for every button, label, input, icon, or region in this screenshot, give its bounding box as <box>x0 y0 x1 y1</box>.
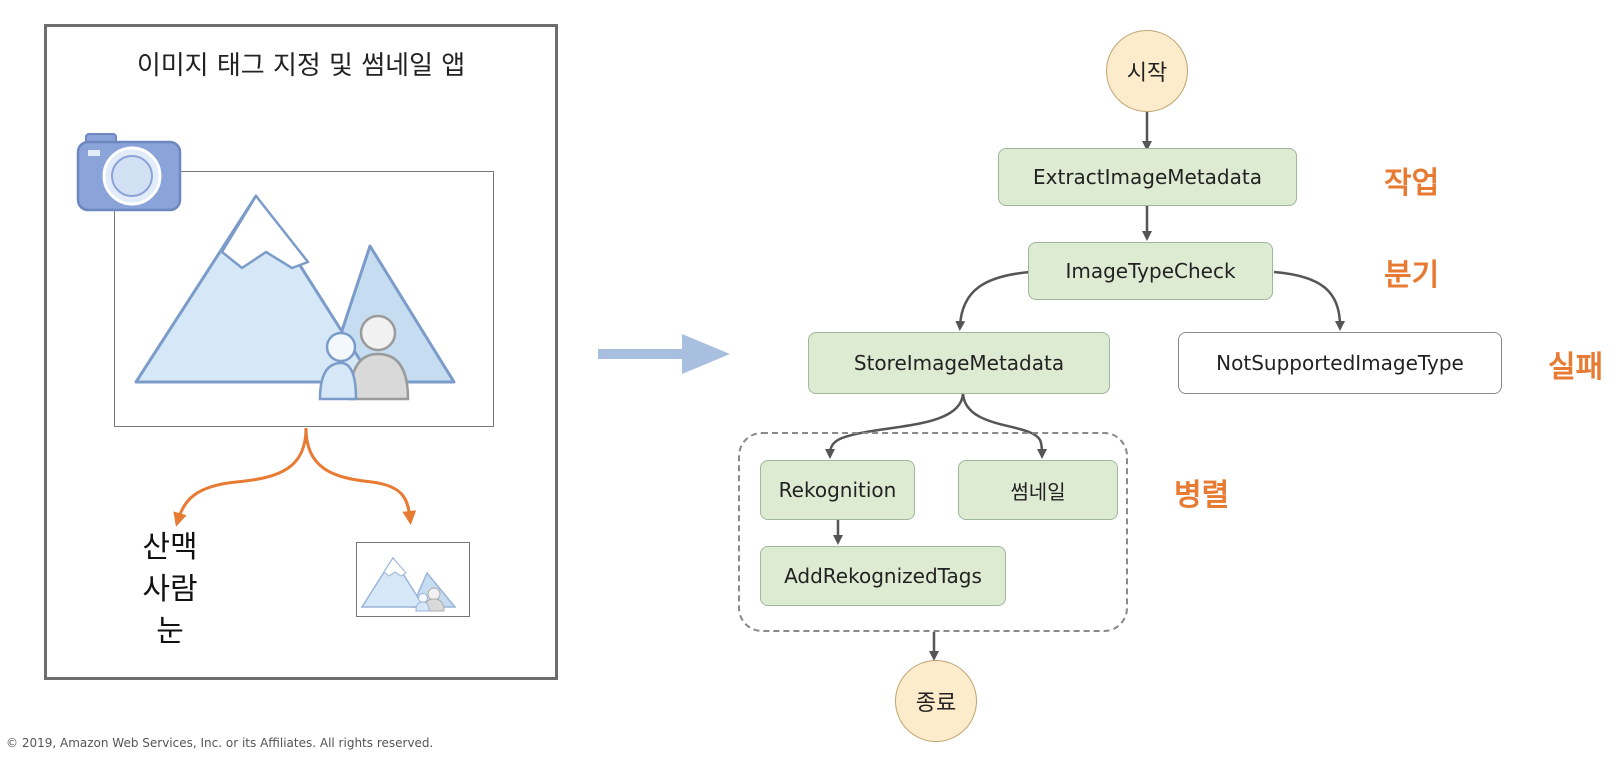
node-label: NotSupportedImageType <box>1216 351 1464 375</box>
node-label: Rekognition <box>778 478 897 502</box>
copyright-notice: © 2019, Amazon Web Services, Inc. or its… <box>6 736 434 750</box>
node-label: ExtractImageMetadata <box>1033 165 1262 189</box>
tag-item: 사람 <box>142 572 198 607</box>
thumbnail-image <box>360 556 457 612</box>
legend-task: 작업 <box>1384 166 1440 201</box>
legend-fail: 실패 <box>1548 350 1604 385</box>
parallel-branch-box <box>738 432 1128 632</box>
start-node: 시작 <box>1106 30 1188 112</box>
node-add-rekognized-tags: AddRekognizedTags <box>760 546 1006 606</box>
node-extract-image-metadata: ExtractImageMetadata <box>998 148 1297 206</box>
node-store-image-metadata: StoreImageMetadata <box>808 332 1110 394</box>
mountain-illustration <box>134 194 456 384</box>
node-label: AddRekognizedTags <box>784 564 982 588</box>
end-node: 종료 <box>895 660 977 742</box>
node-thumbnail: 썸네일 <box>958 460 1118 520</box>
transition-arrow <box>598 334 730 374</box>
node-label: ImageTypeCheck <box>1065 259 1236 283</box>
legend-parallel: 병렬 <box>1174 478 1230 513</box>
node-label: 썸네일 <box>1010 479 1066 504</box>
end-label: 종료 <box>915 691 957 716</box>
app-title: 이미지 태그 지정 및 썸네일 앱 <box>136 51 466 81</box>
node-not-supported-image-type: NotSupportedImageType <box>1178 332 1502 394</box>
legend-choice: 분기 <box>1384 258 1440 293</box>
node-label: StoreImageMetadata <box>853 351 1065 375</box>
camera-icon <box>76 133 182 212</box>
output-split-arrows <box>173 427 417 527</box>
tag-list: 산맥 사람 눈 <box>120 527 220 653</box>
start-label: 시작 <box>1126 61 1168 86</box>
tag-item: 산맥 <box>142 530 198 565</box>
node-rekognition: Rekognition <box>760 460 915 520</box>
tag-item: 눈 <box>156 614 184 649</box>
people-illustration <box>318 314 410 401</box>
node-image-type-check: ImageTypeCheck <box>1028 242 1273 300</box>
